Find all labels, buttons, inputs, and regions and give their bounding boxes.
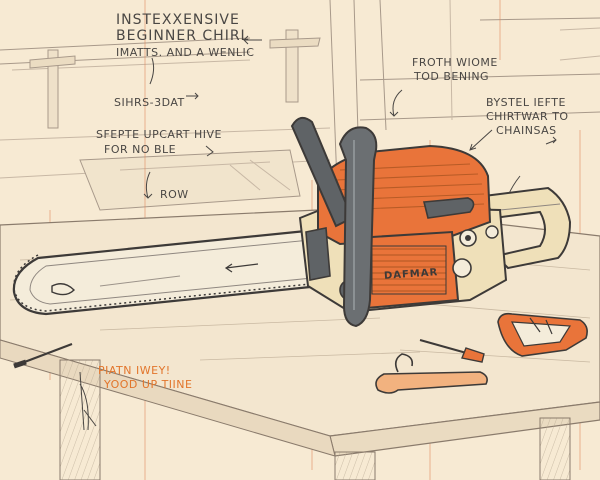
title-note-line-1: INSTEXXENSIVE bbox=[116, 12, 240, 28]
file-tool-icon bbox=[13, 342, 73, 369]
note-orange-line-2: YOOD UP TIINE bbox=[104, 378, 193, 391]
chainsaw-guide-bar bbox=[12, 228, 322, 316]
note-bystel-line-3: CHAINSAS bbox=[496, 124, 557, 137]
note-row: ROW bbox=[160, 188, 189, 201]
measuring-tool-icon bbox=[497, 312, 588, 357]
note-bystel-line-1: BYSTEL IEFTE bbox=[486, 96, 566, 109]
title-note-line-3: IMATTS. AND A WENLIC bbox=[116, 46, 255, 59]
chainsaw-body bbox=[290, 116, 572, 328]
wrench-icon bbox=[375, 353, 488, 394]
note-froth-line-1: FROTH WIOME bbox=[412, 56, 498, 69]
note-froth-line-2: TOD BENING bbox=[414, 70, 490, 83]
note-sihrs: SIHRS-3DAT bbox=[114, 96, 185, 109]
title-note-line-2: BEGINNER CHIRL bbox=[116, 28, 250, 44]
note-sfepte-line-1: SFEPTE UPCART HIVE bbox=[96, 128, 222, 141]
note-sfepte-line-2: FOR NO BLE bbox=[104, 143, 177, 156]
note-bystel-line-2: CHIRTWAR TO bbox=[486, 110, 569, 123]
annotation-arrows bbox=[79, 35, 557, 431]
workshop-background bbox=[0, 0, 600, 211]
note-orange-line-1: PIATN IWEY! bbox=[98, 364, 171, 377]
screwdriver-icon bbox=[419, 339, 485, 363]
